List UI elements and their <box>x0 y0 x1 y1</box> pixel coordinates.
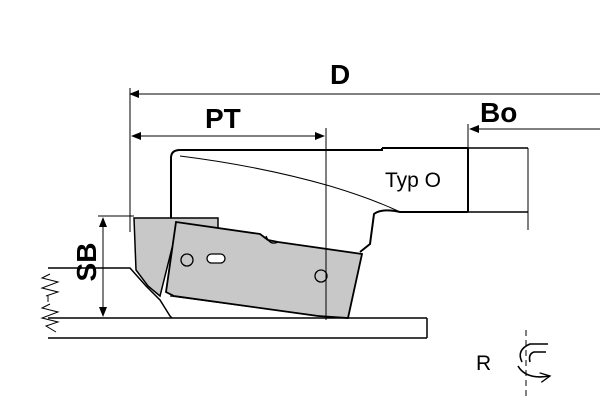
break-line-upper <box>40 273 60 297</box>
mount-hole-left <box>180 253 194 267</box>
label-bo: Bo <box>480 97 517 128</box>
label-r: R <box>476 352 491 375</box>
type-label: Typ O <box>385 169 441 192</box>
label-pt: PT <box>205 103 241 134</box>
rotation-indicator: R <box>476 330 550 400</box>
rotation-arrow-icon <box>517 343 550 377</box>
tool-body <box>170 147 529 253</box>
knife-insert-front <box>165 220 364 319</box>
dimension-d: D <box>129 59 600 232</box>
workpiece <box>40 267 428 339</box>
break-line-lower <box>40 303 60 333</box>
dimension-pt: PT <box>131 103 327 320</box>
label-sb: SB <box>71 243 102 282</box>
dimension-bo: Bo <box>467 97 600 148</box>
label-d: D <box>330 59 350 90</box>
mount-hole-right <box>314 269 328 283</box>
screw-slot <box>206 253 226 264</box>
dimension-sb: SB <box>71 215 134 319</box>
